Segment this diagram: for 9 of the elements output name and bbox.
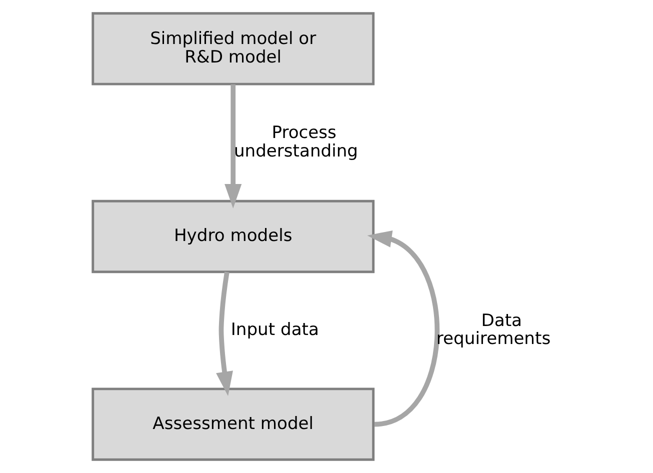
edge-label: Input data (230, 320, 318, 340)
node-box: Simplified model or R&D model (91, 12, 374, 86)
arrow (366, 230, 439, 427)
edge-label: Process understanding (233, 122, 358, 162)
node-box: Assessment model (91, 388, 374, 461)
edge-label: Data requirements (436, 310, 550, 350)
arrow (224, 84, 242, 208)
arrow (216, 272, 232, 396)
node-box: Hydro models (91, 200, 374, 274)
